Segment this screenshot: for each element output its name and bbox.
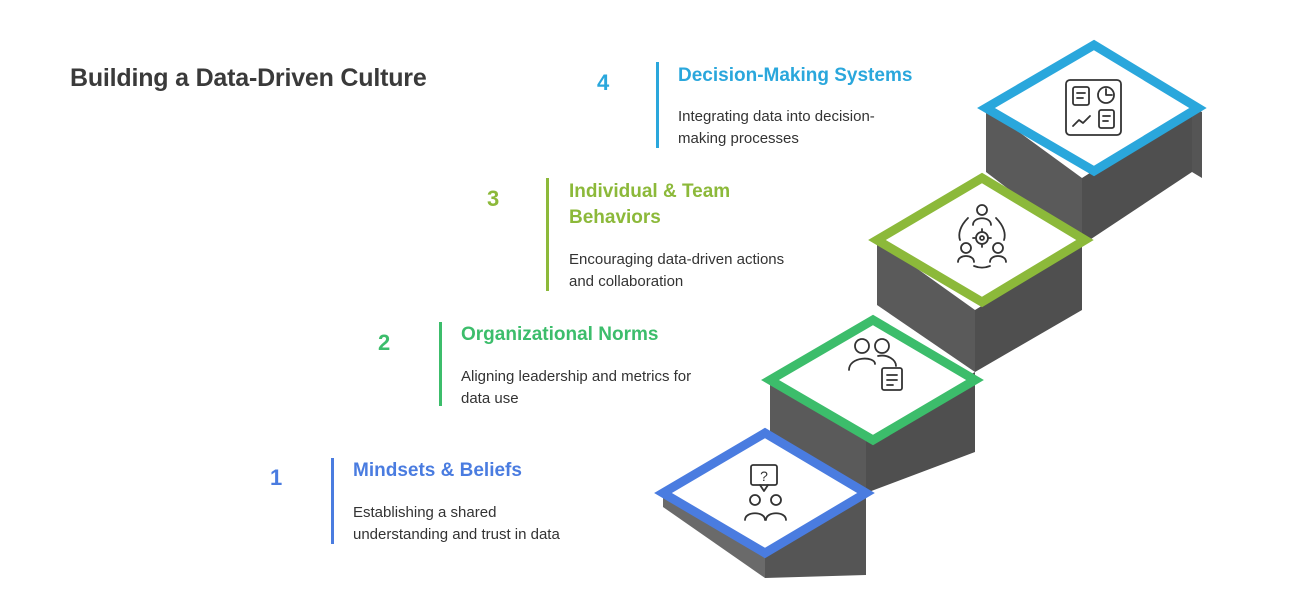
stair-riser-3 (877, 240, 975, 372)
step-4-divider (656, 62, 659, 148)
step-1-description-line-1: Establishing a shared (353, 504, 497, 521)
step-2-description: Aligning leadership and metrics for data… (461, 366, 691, 410)
step-4-description: Integrating data into decision- making p… (678, 106, 875, 150)
step-1-heading: Mindsets & Beliefs (353, 460, 522, 481)
stair-riser-2 (770, 380, 866, 493)
platform-1 (654, 427, 875, 559)
step-4-description-line-2: making processes (678, 130, 799, 147)
step-2-description-line-1: Aligning leadership and metrics for (461, 368, 692, 385)
stair-back (1192, 108, 1202, 178)
step-3-description: Encouraging data-driven actions and coll… (569, 249, 784, 293)
step-4-description-line-1: Integrating data into decision- (678, 108, 875, 125)
step-4-heading: Decision-Making Systems (678, 65, 913, 86)
stair-riser-4 (986, 108, 1082, 245)
dashboard-icon (1065, 79, 1122, 136)
step-1-description-line-2: understanding and trust in data (353, 526, 560, 543)
step-3-heading-line-1: Individual & Team (569, 181, 731, 202)
step-3-number: 3 (487, 186, 500, 211)
stair-front-2 (866, 372, 975, 493)
team-gear-icon (957, 204, 1007, 269)
step-3-heading-line-2: Behaviors (569, 207, 661, 228)
step-3-description-line-1: Encouraging data-driven actions (569, 251, 785, 268)
step-4-number: 4 (597, 70, 610, 95)
platform-4 (977, 39, 1207, 177)
stair-front-4 (1082, 108, 1192, 245)
step-2-number: 2 (378, 330, 391, 355)
people-document-icon (848, 338, 903, 391)
question-people-icon: ? (744, 464, 787, 521)
step-2-divider (439, 322, 442, 406)
step-1-description: Establishing a shared understanding and … (353, 502, 560, 546)
stair-front-3 (975, 245, 1082, 372)
step-2-description-line-2: data use (461, 390, 519, 407)
step-3-divider (546, 178, 549, 291)
step-3-description-line-2: and collaboration (569, 273, 684, 290)
step-1-divider (331, 458, 334, 544)
page-title: Building a Data-Driven Culture (70, 64, 427, 92)
platform-2 (761, 314, 984, 446)
step-1-number: 1 (270, 465, 283, 490)
step-3-heading: Individual & Team Behaviors (569, 179, 730, 231)
svg-text:?: ? (760, 468, 768, 484)
step-2-heading: Organizational Norms (461, 324, 659, 345)
